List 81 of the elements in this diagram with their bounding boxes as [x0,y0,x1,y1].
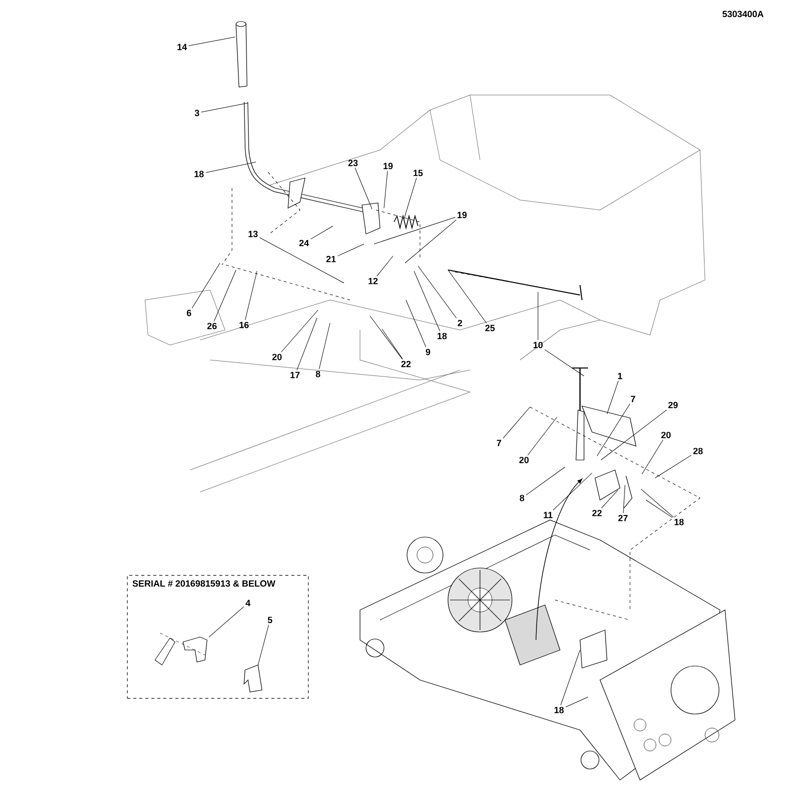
callout-number: 19 [384,162,393,170]
leader-line [528,416,558,456]
leader-line [448,270,487,324]
leader-line [337,244,364,256]
leader-line [418,266,457,318]
callout-number: 22 [592,510,602,516]
callout-number: 8 [316,370,320,378]
leader-line [354,168,372,210]
leader-line [414,270,440,332]
leader-line [188,36,236,46]
leader-line [560,650,580,706]
callout-number: 12 [368,278,378,284]
leader-line [200,102,248,112]
leader-line [259,237,344,284]
callout-number: 10 [534,342,543,348]
leader-line [281,310,318,352]
callout-number: 8 [520,494,524,502]
leader-line [544,349,584,376]
callout-number: 5 [268,616,272,624]
leader-line [640,488,674,518]
callout-number: 9 [426,348,430,356]
callout-number: 29 [668,402,678,408]
leader-line [600,410,667,460]
leader-line [646,500,673,518]
callout-number: 20 [519,456,529,464]
callout-number: 4 [246,600,250,606]
callout-number: 25 [485,324,495,332]
callout-number: 26 [207,322,217,330]
leader-line [244,270,258,320]
leader-line [258,624,269,666]
leader-line [565,696,588,708]
leader-line [654,454,692,478]
leader-line [205,162,256,173]
callout-number: 21 [326,256,336,262]
callout-number: 19 [458,212,467,218]
callout-number: 18 [674,518,684,526]
callout-number: 18 [554,706,564,714]
callout-number: 18 [194,170,204,178]
leader-line [642,440,664,474]
callout-number: 27 [618,514,628,522]
callout-number: 16 [240,322,249,328]
callout-number: 18 [438,332,447,340]
callout-number: 15 [414,170,423,176]
callout-number: 13 [248,230,258,238]
callout-number: 17 [290,372,300,378]
callout-number: 23 [348,160,358,166]
callout-number: 2 [458,320,462,326]
leader-line [596,404,630,456]
leader-line [374,216,456,244]
leader-line [552,472,592,510]
drawing-number: 5303400A [722,10,764,18]
callout-number: 6 [186,310,192,316]
leader-line [384,170,388,208]
leader-line [318,322,330,370]
callout-number: 3 [194,110,200,116]
callout-number: 7 [496,440,502,446]
leader-line [296,318,318,370]
callout-number: 11 [544,512,552,518]
leader-line [208,606,244,638]
callout-number: 22 [401,360,411,368]
leader-line [192,262,220,308]
callout-number: 24 [299,240,309,246]
callout-number: 20 [661,432,671,438]
callout-number: 28 [693,448,703,454]
leader-line [404,220,456,264]
leader-line [406,300,426,348]
callout-number: 14 [178,44,187,50]
callout-number: 1 [618,372,622,380]
leader-line [623,484,626,514]
leader-line [370,316,403,360]
leader-line [601,490,618,508]
callout-number: 7 [630,396,636,402]
leader-line [310,226,334,240]
callout-number: 20 [272,354,282,360]
leader-line [404,178,417,220]
leader-line [526,466,566,496]
leader-line [376,256,394,276]
leader-line [502,406,530,438]
leader-line [214,270,236,322]
leader-line [606,380,619,414]
leader-line [382,328,403,360]
